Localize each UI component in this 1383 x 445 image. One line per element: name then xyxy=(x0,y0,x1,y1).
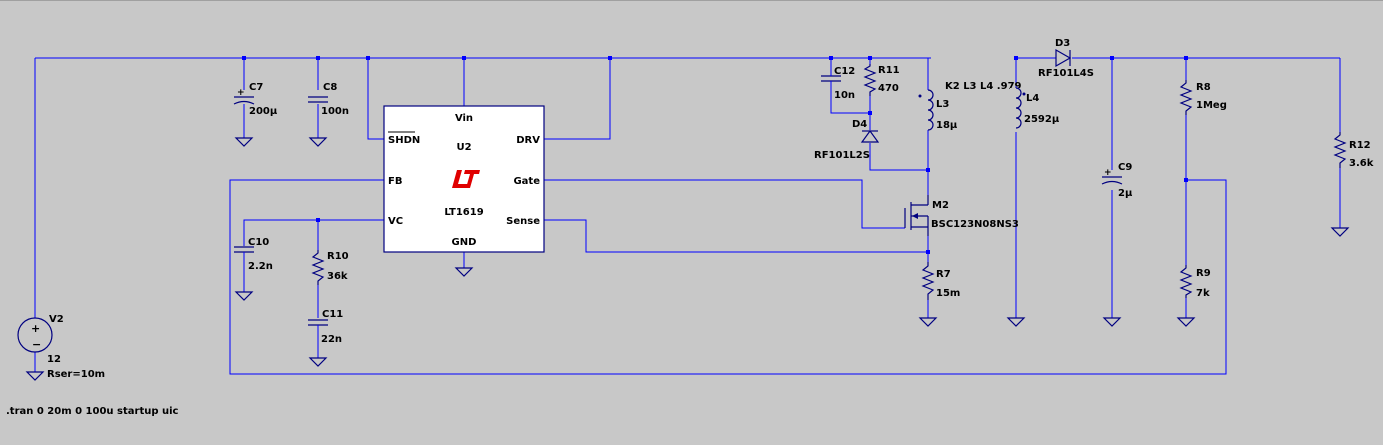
ground-icons xyxy=(25,137,1350,381)
c7-ref: C7 xyxy=(249,82,263,93)
r11-ref: R11 xyxy=(878,65,900,76)
capacitor-c9[interactable]: + C9 2µ xyxy=(1101,162,1133,199)
c9-ref: C9 xyxy=(1118,162,1132,173)
inductor-l3[interactable]: K2 L3 L4 .979 L3 18µ xyxy=(918,81,1022,131)
resistor-r10[interactable]: R10 36k xyxy=(311,250,349,285)
c12-value: 10n xyxy=(834,90,855,101)
pin-drv: DRV xyxy=(516,135,540,146)
coupling-statement: K2 L3 L4 .979 xyxy=(945,81,1022,92)
spice-directive[interactable]: .tran 0 20m 0 100u startup uic xyxy=(6,406,179,417)
c11-value: 22n xyxy=(321,334,342,345)
c12-ref: C12 xyxy=(834,66,855,77)
d3-ref: D3 xyxy=(1055,38,1070,49)
pin-gate: Gate xyxy=(513,176,540,187)
c10-ref: C10 xyxy=(248,237,269,248)
linear-logo-icon xyxy=(452,170,480,188)
svg-text:−: − xyxy=(32,338,41,351)
resistor-r8[interactable]: R8 1Meg xyxy=(1179,80,1227,115)
pin-gnd: GND xyxy=(452,237,477,248)
capacitor-c10[interactable]: C10 2.2n xyxy=(234,237,273,272)
r11-value: 470 xyxy=(878,83,899,94)
inductor-l4[interactable]: L4 2592µ xyxy=(1010,87,1060,132)
resistor-r12[interactable]: R12 3.6k xyxy=(1333,132,1374,169)
pin-vc: VC xyxy=(388,216,403,227)
r8-ref: R8 xyxy=(1196,82,1211,93)
l4-ref: L4 xyxy=(1026,93,1039,104)
l3-value: 18µ xyxy=(936,120,958,131)
d4-value: RF101L2S xyxy=(814,150,870,161)
capacitor-c12[interactable]: C12 10n xyxy=(821,66,855,101)
c9-value: 2µ xyxy=(1118,188,1133,199)
v2-value: 12 xyxy=(47,354,61,365)
v2-rser: Rser=10m xyxy=(47,369,105,380)
chip-u2[interactable]: Vin SHDN DRV U2 FB Gate LT1619 VC Sense … xyxy=(383,105,545,253)
l4-value: 2592µ xyxy=(1024,114,1060,125)
r9-value: 7k xyxy=(1196,288,1210,299)
r8-value: 1Meg xyxy=(1196,100,1227,111)
mosfet-m2[interactable]: M2 BSC123N08NS3 xyxy=(904,195,1019,236)
capacitor-c11[interactable]: C11 22n xyxy=(308,309,343,345)
m2-value: BSC123N08NS3 xyxy=(931,219,1019,230)
pin-fb: FB xyxy=(388,176,402,187)
c8-ref: C8 xyxy=(323,82,337,93)
wires xyxy=(34,57,1341,375)
svg-text:+: + xyxy=(1104,168,1112,178)
r12-value: 3.6k xyxy=(1349,158,1374,169)
r10-ref: R10 xyxy=(327,251,349,262)
diode-d4[interactable]: D4 RF101L2S xyxy=(814,119,880,161)
r12-ref: R12 xyxy=(1349,140,1371,151)
r7-ref: R7 xyxy=(936,269,951,280)
d4-ref: D4 xyxy=(852,119,867,130)
diode-d3[interactable]: D3 RF101L4S xyxy=(1038,38,1094,79)
resistor-r7[interactable]: R7 15m xyxy=(921,262,960,300)
l3-ref: L3 xyxy=(936,99,949,110)
resistor-r9[interactable]: R9 7k xyxy=(1179,265,1211,299)
c7-value: 200µ xyxy=(249,106,278,117)
pin-vin: Vin xyxy=(455,113,473,124)
c8-value: 100n xyxy=(321,106,349,117)
voltage-source-v2[interactable]: + − V2 12 Rser=10m xyxy=(17,314,105,380)
pin-sense: Sense xyxy=(506,216,540,227)
v2-ref: V2 xyxy=(49,314,64,325)
r9-ref: R9 xyxy=(1196,268,1211,279)
resistor-r11[interactable]: R11 470 xyxy=(863,64,900,96)
chip-ref: U2 xyxy=(456,142,471,153)
c10-value: 2.2n xyxy=(248,261,273,272)
pin-shdn: SHDN xyxy=(388,135,420,146)
svg-text:+: + xyxy=(31,322,40,335)
r7-value: 15m xyxy=(936,288,960,299)
chip-part: LT1619 xyxy=(444,207,483,218)
capacitor-c8[interactable]: C8 100n xyxy=(308,82,349,117)
r10-value: 36k xyxy=(327,271,348,282)
d3-value: RF101L4S xyxy=(1038,68,1094,79)
c11-ref: C11 xyxy=(322,309,343,320)
svg-text:+: + xyxy=(237,88,245,98)
m2-ref: M2 xyxy=(932,200,949,211)
junctions xyxy=(242,56,1188,254)
capacitor-c7[interactable]: + C7 200µ xyxy=(233,82,278,117)
